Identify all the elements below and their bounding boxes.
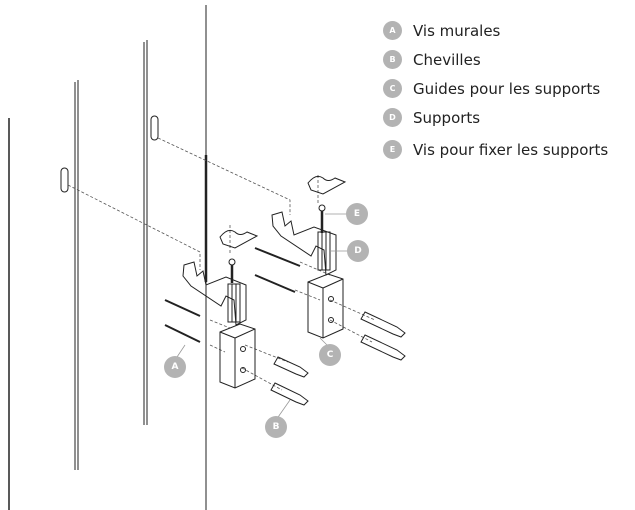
legend-item-c: C Guides pour les supports [383, 74, 608, 103]
mounting-slot [60, 167, 69, 193]
wall-screw [254, 247, 301, 293]
legend-item-a: A Vis murales [383, 16, 608, 45]
callout-d: D [347, 240, 369, 262]
support-d [182, 261, 247, 326]
callout-a: A [164, 356, 186, 378]
mounting-slot [150, 115, 159, 141]
legend-item-e: E Vis pour fixer les supports [383, 135, 608, 164]
legend-badge: B [383, 50, 402, 69]
parts-legend: A Vis murales B Chevilles C Guides pour les… [383, 16, 608, 164]
wall-plug [360, 311, 406, 361]
screw-e [228, 258, 236, 283]
legend-label: Chevilles [413, 50, 481, 69]
support-d [271, 211, 337, 276]
callout-e: E [346, 203, 368, 225]
legend-label: Supports [413, 108, 481, 127]
legend-label: Vis murales [413, 21, 501, 40]
callout-b: B [265, 416, 287, 438]
panel-edge [143, 40, 148, 425]
wall-screw [164, 299, 201, 343]
callout-c: C [319, 344, 341, 366]
legend-item-b: B Chevilles [383, 45, 608, 74]
legend-item-d: D Supports [383, 103, 608, 132]
legend-badge: E [383, 140, 402, 159]
panel-edge [74, 80, 79, 470]
screw-e [318, 204, 326, 233]
cap-plate [219, 229, 259, 249]
legend-label: Vis pour fixer les supports [413, 140, 609, 159]
guide-c [219, 323, 256, 389]
guide-c [307, 273, 344, 339]
legend-label: Guides pour les supports [413, 79, 601, 98]
legend-badge: D [383, 108, 402, 127]
legend-badge: A [383, 21, 402, 40]
wall-plug [270, 356, 309, 406]
legend-badge: C [383, 79, 402, 98]
cap-plate [307, 175, 347, 195]
